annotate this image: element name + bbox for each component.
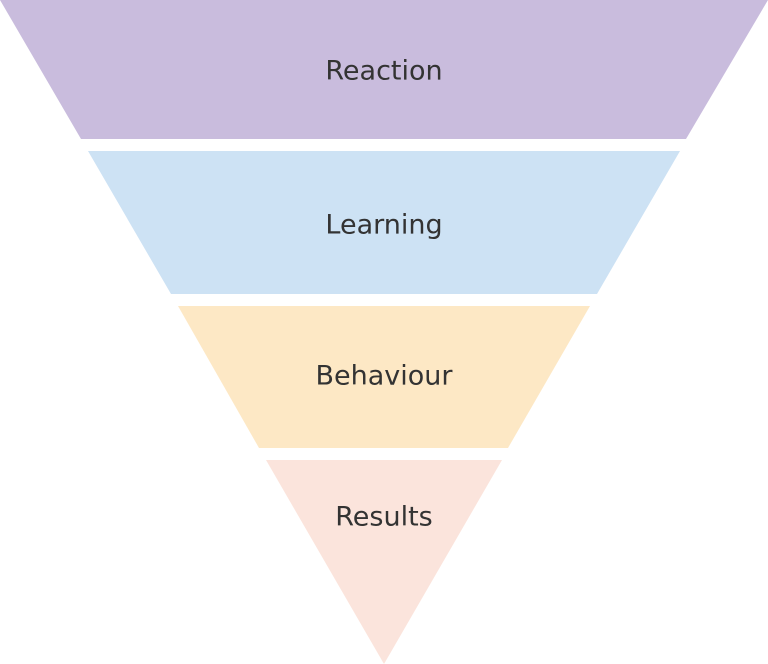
level-results-label: Results: [335, 502, 433, 533]
level-learning-band: [88, 151, 680, 294]
level-behaviour: Behaviour: [178, 306, 590, 448]
level-reaction-band: [0, 0, 768, 139]
level-learning: Learning: [88, 151, 680, 294]
level-results-band: [266, 460, 502, 664]
level-learning-label: Learning: [325, 210, 442, 241]
level-reaction: Reaction: [0, 0, 768, 139]
level-reaction-label: Reaction: [325, 56, 442, 87]
level-results: Results: [266, 460, 502, 664]
level-behaviour-band: [178, 306, 590, 448]
level-behaviour-label: Behaviour: [315, 361, 453, 392]
